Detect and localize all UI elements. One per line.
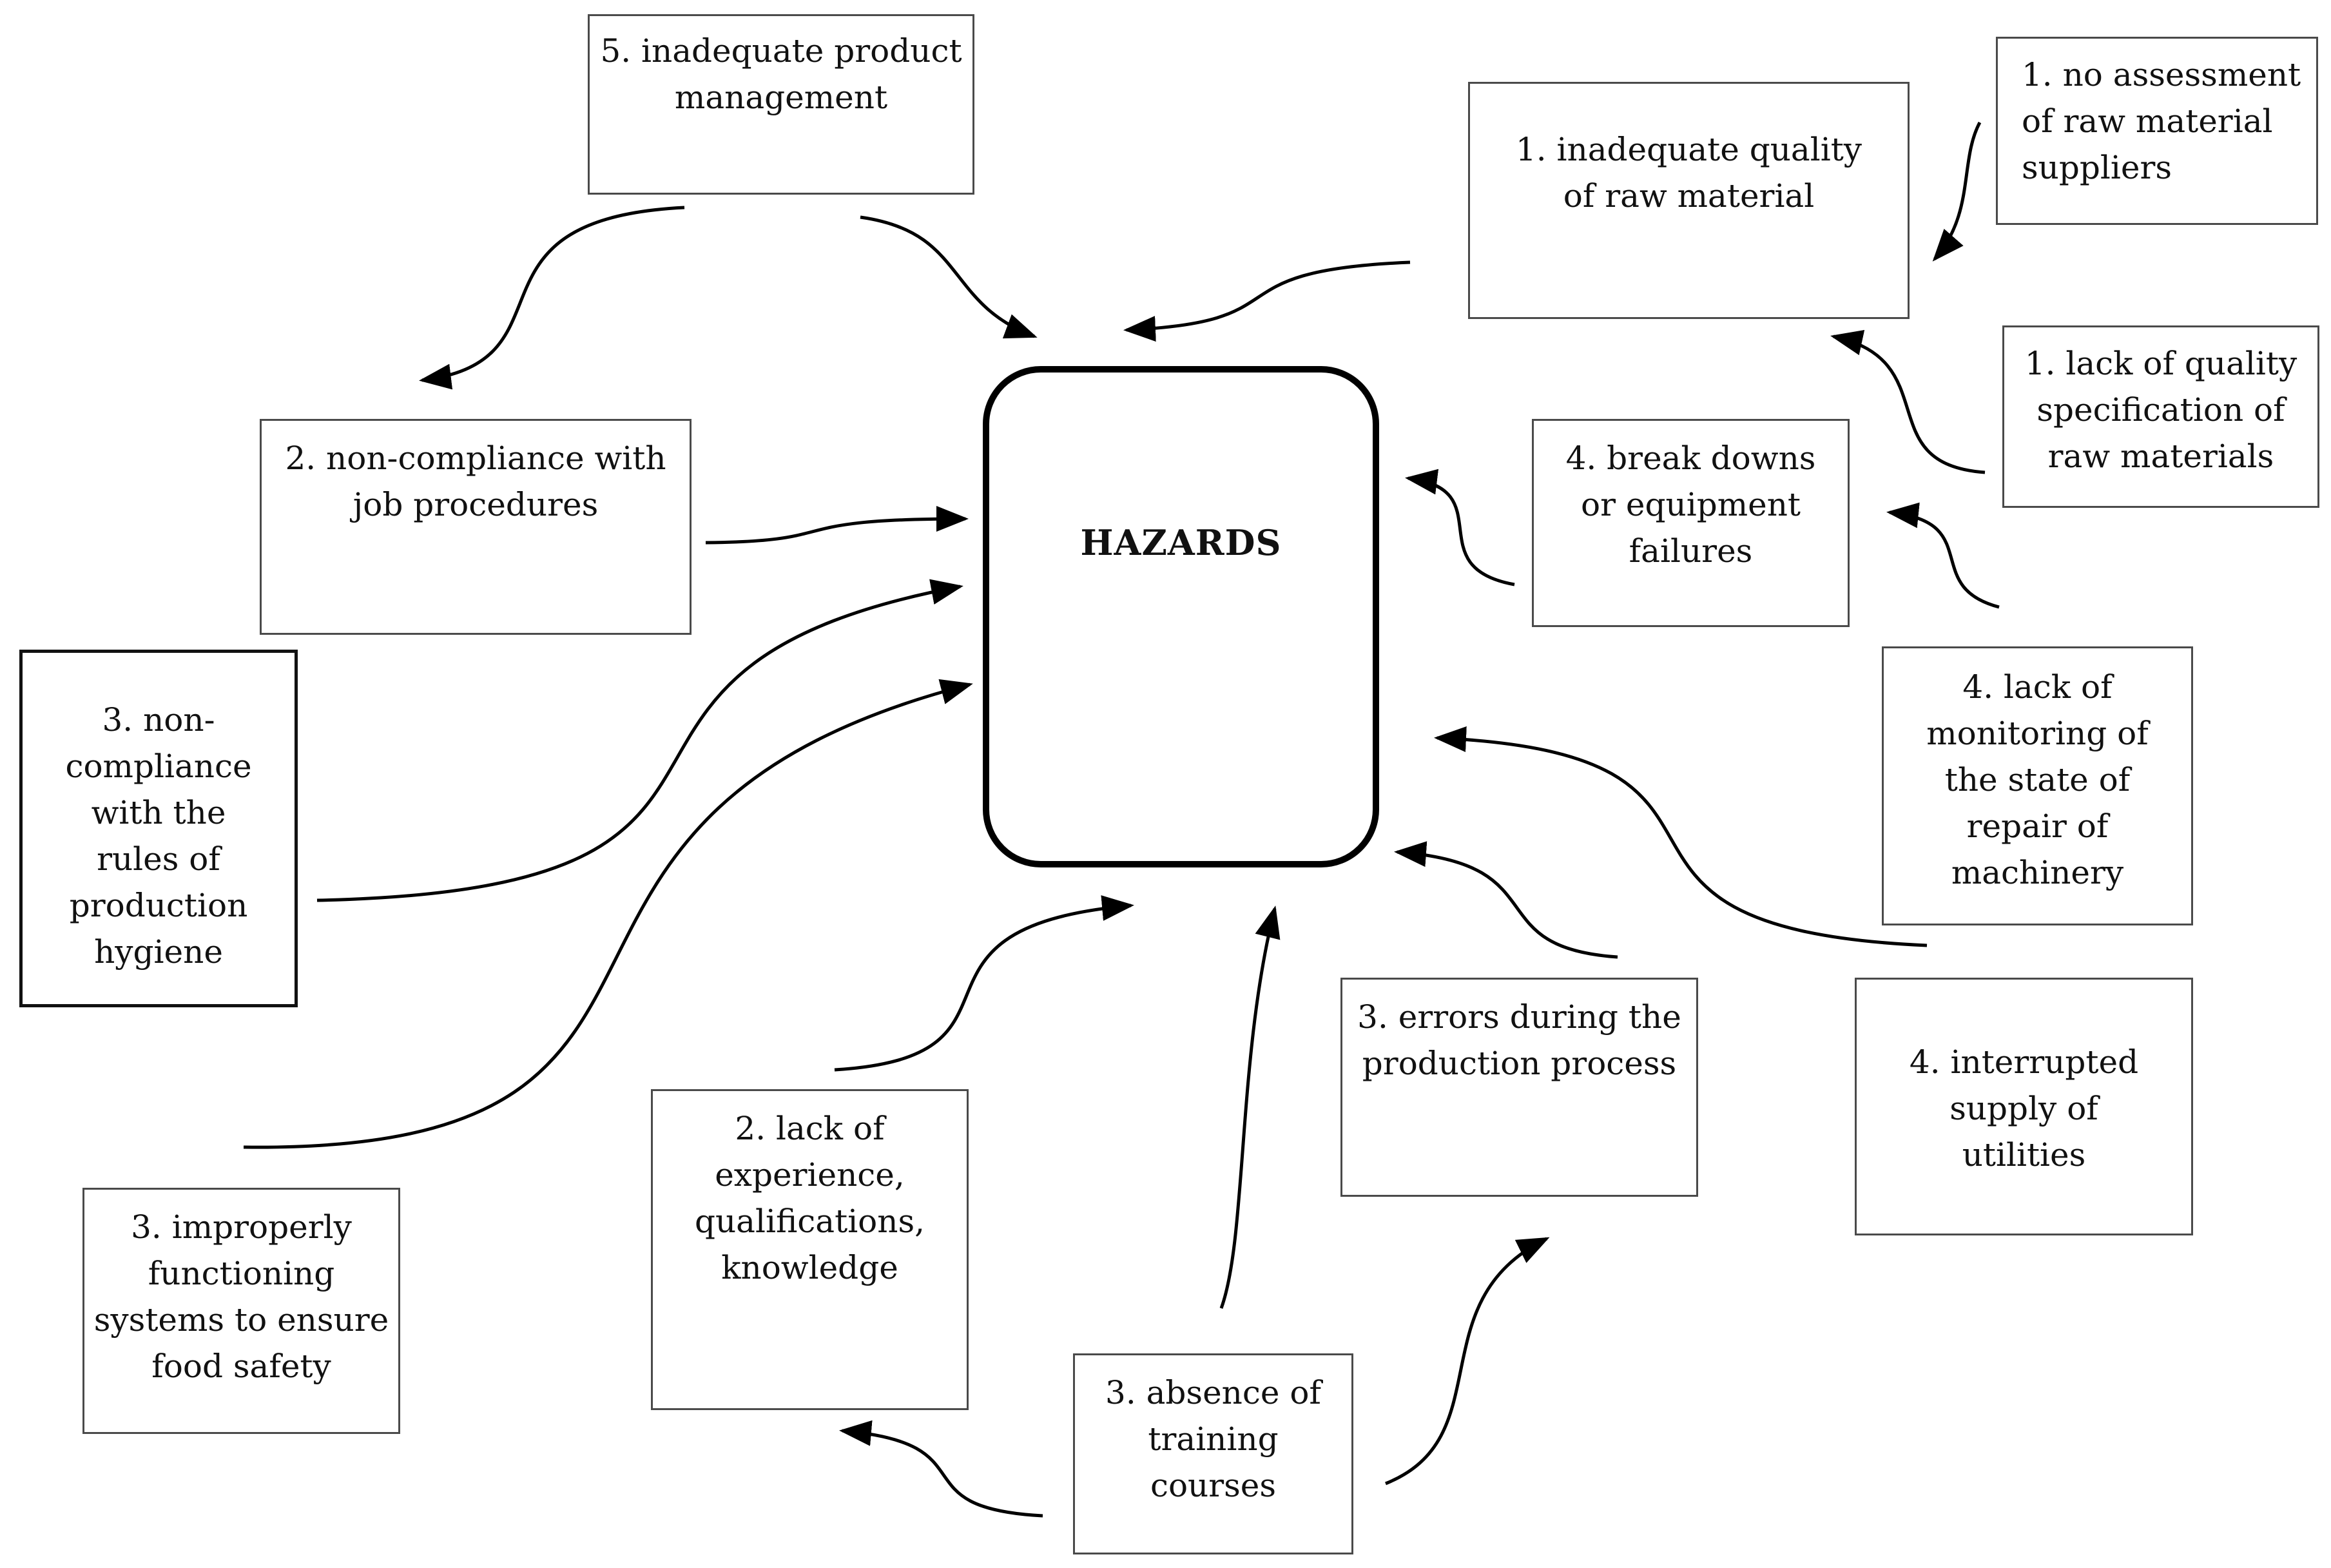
box-line: 5. inadequate product <box>600 32 962 70</box>
box-line: management <box>674 79 888 116</box>
box-line: 3. improperly <box>131 1208 352 1246</box>
box-line: 3. errors during the <box>1357 998 1681 1036</box>
box-line: machinery <box>1951 854 2124 891</box>
box-non-compliance-hygiene: 3. non- compliance with the rules of pro… <box>19 650 298 1007</box>
box-absence-training: 3. absence of training courses <box>1073 1353 1353 1554</box>
hazards-title: HAZARDS <box>1080 522 1282 563</box>
hazards-node: HAZARDS <box>983 366 1379 867</box>
box-line: monitoring of <box>1926 715 2149 752</box>
box-line: specification of <box>2036 391 2285 429</box>
box-line: food safety <box>151 1348 331 1385</box>
arrow-hygiene-to-hazards <box>316 579 963 902</box>
box-line: utilities <box>1962 1136 2086 1174</box>
box-line: systems to ensure <box>93 1301 389 1339</box>
box-line: 4. break downs <box>1565 440 1816 477</box>
box-line: training <box>1148 1420 1279 1458</box>
box-line: the state of <box>1944 761 2131 799</box>
arrow-product-mgmt-to-hazards <box>860 215 1038 339</box>
box-line: experience, <box>715 1156 905 1194</box>
box-line: with the <box>91 794 226 831</box>
box-line: 4. interrupted <box>1909 1043 2139 1081</box>
box-lack-experience: 2. lack of experience, qualifications, k… <box>651 1089 969 1410</box>
box-line: job procedures <box>353 486 599 523</box>
box-line: repair of <box>1966 808 2109 845</box>
arrow-training-to-errors <box>1385 1237 1550 1486</box>
box-line: hygiene <box>94 933 223 971</box>
box-line: 1. lack of quality <box>2024 345 2297 382</box>
box-line: suppliers <box>2022 149 2172 186</box>
box-no-assessment-suppliers: 1. no assessment of raw material supplie… <box>1996 37 2318 225</box>
box-line: 1. no assessment <box>2022 56 2301 93</box>
box-lack-quality-specification: 1. lack of quality specification of raw … <box>2002 325 2319 508</box>
box-inadequate-quality-raw-material: 1. inadequate quality of raw material <box>1468 82 1910 319</box>
box-line: raw materials <box>2047 438 2274 475</box>
box-non-compliance-job-procedures: 2. non-compliance with job procedures <box>260 419 692 635</box>
arrow-food-safety-to-hazards <box>243 679 973 1149</box>
arrow-experience-to-hazards <box>834 895 1134 1072</box>
box-line: supply of <box>1949 1090 2098 1127</box>
box-line: functioning <box>148 1255 335 1292</box>
box-line: 4. lack of <box>1962 668 2113 706</box>
arrow-errors-to-hazards <box>1394 841 1618 959</box>
box-interrupted-supply-utilities: 4. interrupted supply of utilities <box>1855 978 2193 1235</box>
arrow-raw-quality-to-hazards <box>1123 260 1411 342</box>
box-errors-production-process: 3. errors during the production process <box>1340 978 1698 1197</box>
box-line: courses <box>1150 1467 1277 1504</box>
box-lack-monitoring-repair: 4. lack of monitoring of the state of re… <box>1882 646 2193 925</box>
arrow-break-downs-to-hazards <box>1405 469 1515 586</box>
box-line: 2. non-compliance with <box>285 440 666 477</box>
box-break-downs-equipment: 4. break downs or equipment failures <box>1532 419 1850 627</box>
arrow-training-to-experience <box>839 1420 1043 1518</box>
box-line: rules of <box>97 840 220 878</box>
box-line: of raw material <box>2022 102 2273 140</box>
box-line: production <box>69 887 248 924</box>
box-line: of raw material <box>1563 177 1815 215</box>
arrow-job-procedures-to-hazards <box>705 506 969 545</box>
arrow-training-to-hazards <box>1219 905 1281 1309</box>
arrow-no-assessment-to-raw-quality <box>1932 121 1982 262</box>
arrow-quality-spec-to-raw-quality <box>1830 330 1986 474</box>
box-line: knowledge <box>721 1249 898 1286</box>
box-line: or equipment <box>1581 486 1801 523</box>
box-line: production process <box>1362 1045 1677 1082</box>
box-improperly-functioning-systems: 3. improperly functioning systems to ens… <box>82 1188 400 1434</box>
box-line: 3. absence of <box>1105 1374 1321 1411</box>
box-line: qualifications, <box>694 1203 925 1240</box>
arrow-monitoring-to-break-downs <box>1886 502 2000 609</box>
arrow-utilities-to-hazards <box>1434 726 1928 947</box>
box-line: 3. non- <box>102 701 215 739</box>
box-line: 2. lack of <box>735 1110 885 1147</box>
box-inadequate-product-management: 5. inadequate product management <box>588 14 974 195</box>
arrow-product-mgmt-to-non-compliance-job <box>419 206 685 390</box>
box-line: compliance <box>65 748 252 785</box>
box-line: 1. inadequate quality <box>1515 131 1862 168</box>
box-line: failures <box>1629 532 1753 570</box>
